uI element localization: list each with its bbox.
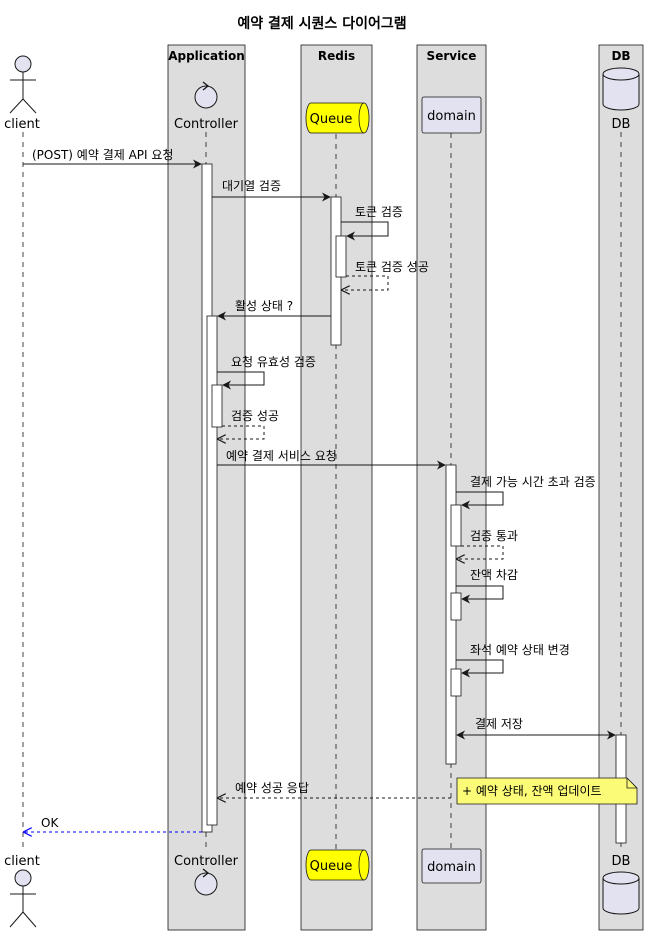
queue-icon <box>305 102 370 134</box>
participant-label-client-bottom: client <box>4 854 40 869</box>
participant-label-queue-bottom: Queue <box>310 859 353 874</box>
message-2: 대기열 검증 <box>212 179 331 202</box>
message-label: OK <box>41 816 59 830</box>
message-label: 요청 유효성 검증 <box>231 355 316 369</box>
participant-label-db-bottom: DB <box>612 854 631 869</box>
message-6: 요청 유효성 검증 <box>217 355 316 390</box>
activation-domain-self-3 <box>450 668 462 697</box>
participant-db-top: DB <box>602 67 640 132</box>
activation-controller-self <box>211 384 223 428</box>
note-text: + 예약 상태, 잔액 업데이트 <box>462 783 602 798</box>
participant-db-bottom: DB <box>602 854 640 915</box>
control-icon <box>194 81 218 109</box>
queue-icon <box>305 849 370 881</box>
participant-label-domain: domain <box>427 109 476 124</box>
message-15: OK <box>24 816 202 832</box>
message-13: 결제 저장 <box>456 717 616 740</box>
message-label: 좌석 예약 상태 변경 <box>470 642 570 657</box>
message-4: 토큰 검증 성공 <box>342 260 429 290</box>
diagram-title: 예약 결제 시퀀스 다이어그램 <box>237 15 406 32</box>
message-12: 좌석 예약 상태 변경 <box>456 642 570 678</box>
database-icon <box>602 67 640 111</box>
message-label: 토큰 검증 성공 <box>355 260 429 274</box>
message-5: 활성 상태 ? <box>217 299 331 321</box>
message-label: 예약 결제 서비스 요청 <box>226 448 337 463</box>
message-14: 예약 성공 응답 <box>218 780 451 798</box>
participant-domain-top: domain <box>421 96 482 134</box>
message-label: 결제 가능 시간 초과 검증 <box>470 475 596 489</box>
participant-queue-bottom: Queue <box>305 849 370 881</box>
message-8: 예약 결제 서비스 요청 <box>217 448 446 470</box>
participant-client-top: client <box>4 55 40 132</box>
activation-queue-self <box>335 235 347 278</box>
participant-label-queue: Queue <box>310 112 353 127</box>
message-label: 토큰 검증 <box>355 205 403 219</box>
actor-icon <box>9 55 37 114</box>
activation-domain-self-2 <box>450 592 462 621</box>
actor-icon <box>9 869 37 928</box>
box-title-service: Service <box>427 49 477 63</box>
note: + 예약 상태, 잔액 업데이트 <box>456 777 638 805</box>
box-redis: Redis <box>300 44 373 931</box>
message-label: 예약 성공 응답 <box>235 780 309 795</box>
participant-controller-bottom: Controller <box>174 854 239 896</box>
message-label: 활성 상태 ? <box>235 299 293 313</box>
activation-domain-self-1 <box>450 504 462 547</box>
participant-queue-top: Queue <box>305 102 370 134</box>
box-title-db: DB <box>611 49 630 63</box>
message-3: 토큰 검증 <box>341 205 403 241</box>
participant-label-domain-bottom: domain <box>427 860 476 875</box>
message-label: 결제 저장 <box>475 717 523 731</box>
control-icon <box>194 868 218 896</box>
message-11: 잔액 차감 <box>456 568 518 604</box>
message-label: 검증 통과 <box>470 529 518 543</box>
message-label: 잔액 차감 <box>470 568 518 582</box>
message-10: 검증 통과 <box>457 529 518 559</box>
message-label: 대기열 검증 <box>222 179 281 193</box>
message-label: 검증 성공 <box>231 409 279 423</box>
activation-controller-nested <box>206 315 218 826</box>
box-title-redis: Redis <box>318 49 355 63</box>
participant-domain-bottom: domain <box>421 848 482 884</box>
participant-client-bottom: client <box>4 854 40 928</box>
participant-label-controller: Controller <box>174 117 239 132</box>
message-label: (POST) 예약 결제 API 요청 <box>32 147 173 162</box>
message-7: 검증 성공 <box>218 409 279 439</box>
database-icon <box>602 871 640 915</box>
participant-label-db: DB <box>612 117 631 132</box>
message-9: 결제 가능 시간 초과 검증 <box>456 475 596 510</box>
participant-label-controller-bottom: Controller <box>174 854 239 869</box>
participant-label-client: client <box>4 117 40 132</box>
box-title-application: Application <box>168 49 245 63</box>
message-1: (POST) 예약 결제 API 요청 <box>23 147 202 169</box>
participant-controller-top: Controller <box>174 81 239 132</box>
